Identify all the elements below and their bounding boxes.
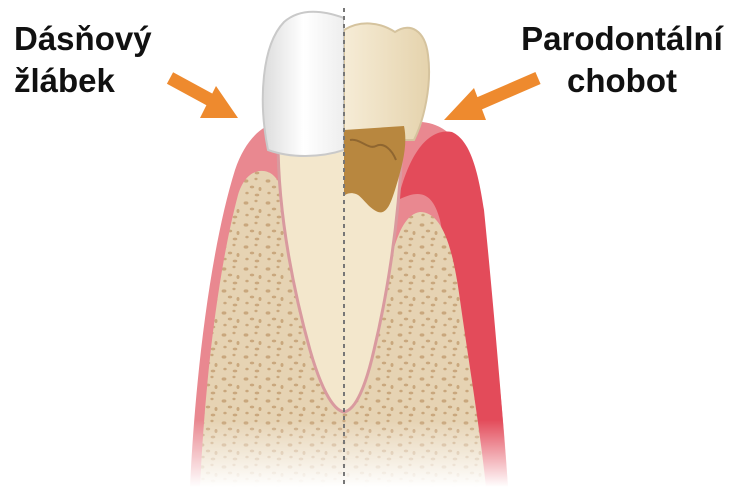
arrow-pointing-down-right-icon (170, 78, 238, 118)
arrow-pointing-down-left-icon (444, 78, 538, 120)
healthy-crown (263, 12, 344, 156)
